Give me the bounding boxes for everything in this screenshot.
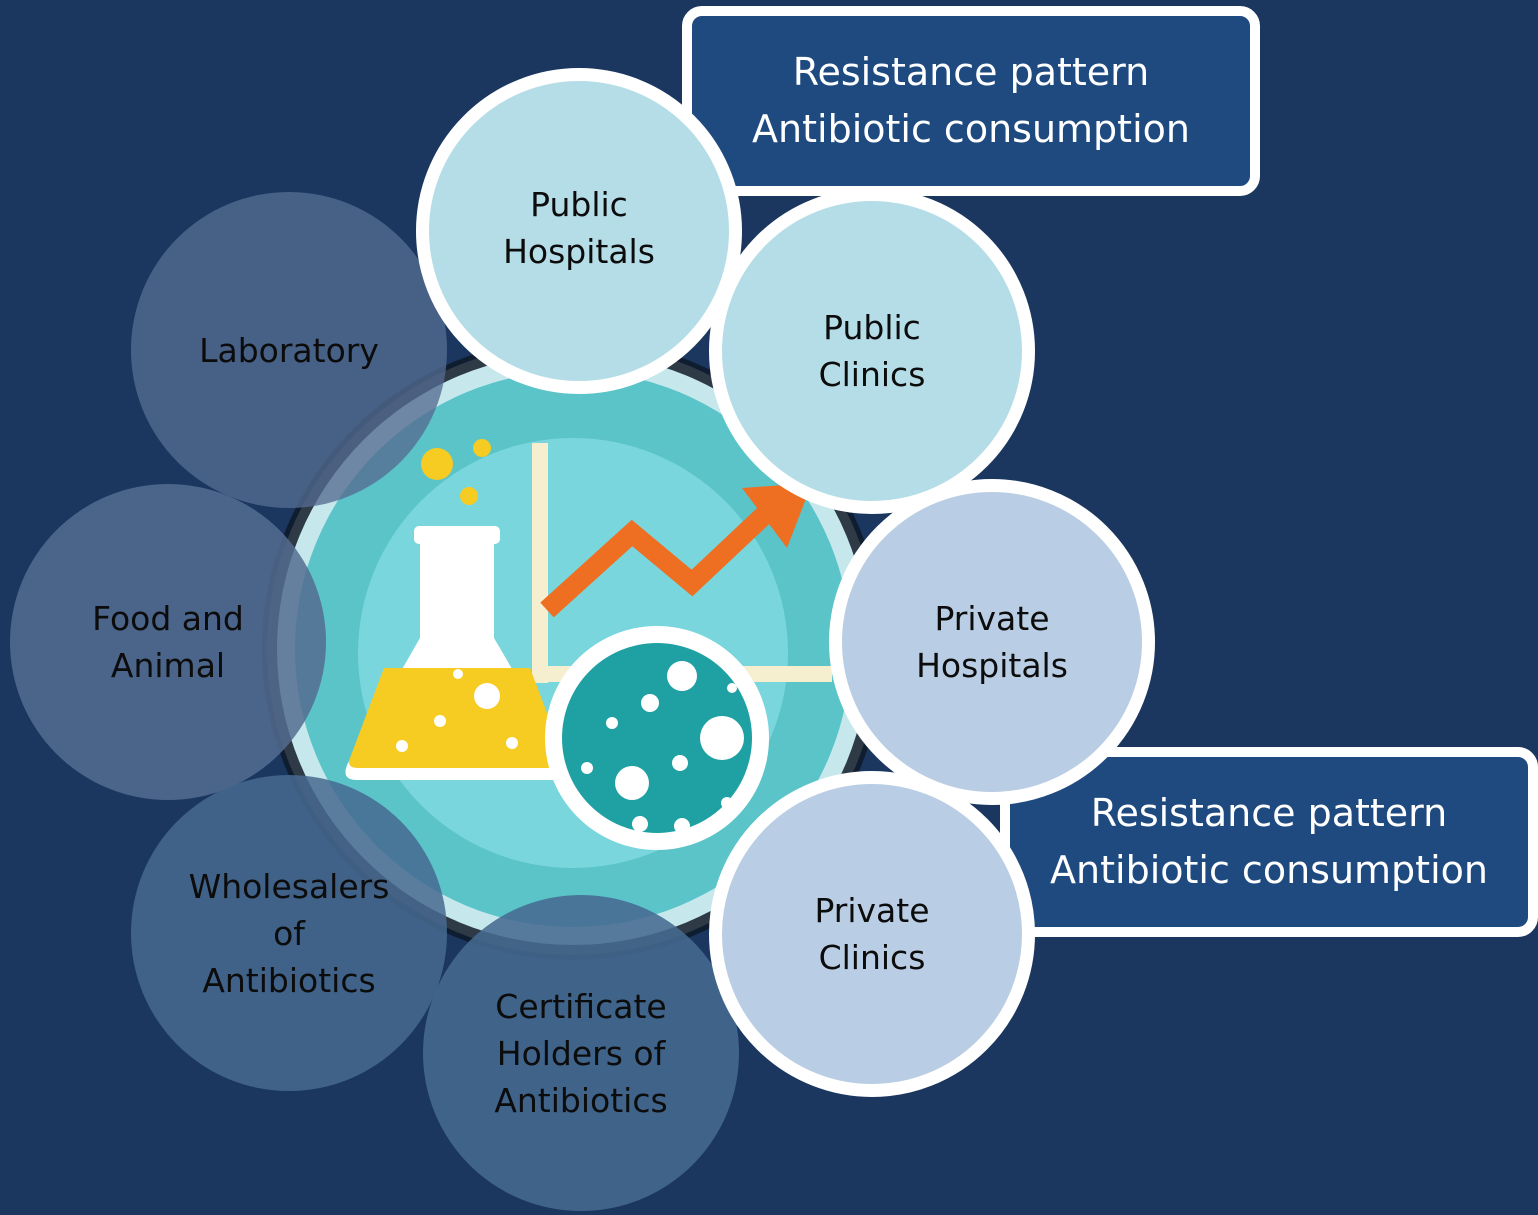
callout-public: Resistance pattern Antibiotic consumptio… bbox=[682, 6, 1260, 196]
node-public-hospitals-label: Public Hospitals bbox=[503, 185, 655, 271]
node-public-hospitals: Public Hospitals bbox=[416, 68, 742, 394]
node-wholesalers: Wholesalers of Antibiotics bbox=[131, 775, 447, 1091]
node-wholesalers-label: Wholesalers of Antibiotics bbox=[188, 866, 390, 1000]
node-public-clinics: Public Clinics bbox=[709, 188, 1035, 514]
node-certificate-holders-label: Certificate Holders of Antibiotics bbox=[494, 986, 668, 1120]
node-public-clinics-label: Public Clinics bbox=[818, 308, 926, 394]
callout-public-line2: Antibiotic consumption bbox=[752, 107, 1190, 151]
node-private-hospitals: Private Hospitals bbox=[829, 479, 1155, 805]
node-food-and-animal-label: Food and Animal bbox=[92, 599, 244, 685]
node-laboratory: Laboratory bbox=[131, 192, 447, 508]
callout-private: Resistance pattern Antibiotic consumptio… bbox=[1000, 747, 1538, 937]
callout-private-line2: Antibiotic consumption bbox=[1050, 848, 1488, 892]
node-private-clinics-label: Private Clinics bbox=[814, 891, 930, 977]
node-private-hospitals-label: Private Hospitals bbox=[916, 599, 1068, 685]
node-private-clinics: Private Clinics bbox=[709, 771, 1035, 1097]
node-food-and-animal: Food and Animal bbox=[10, 484, 326, 800]
callout-public-line1: Resistance pattern bbox=[792, 50, 1150, 94]
callout-private-line1: Resistance pattern bbox=[1090, 791, 1448, 835]
node-laboratory-label: Laboratory bbox=[199, 330, 379, 370]
node-certificate-holders: Certificate Holders of Antibiotics bbox=[423, 895, 739, 1211]
